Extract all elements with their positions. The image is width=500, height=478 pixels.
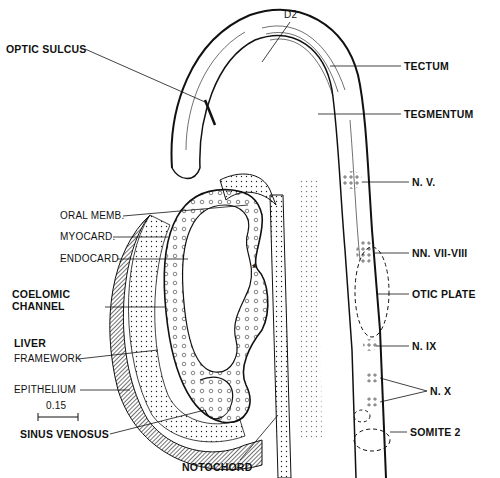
part-label: EPITHELIUM [14, 384, 76, 396]
part-label: TECTUM [404, 60, 449, 72]
somite-outline [354, 410, 370, 422]
part-label: N. V. [412, 176, 435, 188]
heart-endocardium [183, 205, 252, 372]
part-label: SOMITE 2 [410, 426, 461, 438]
part-label: N. IX [412, 340, 436, 352]
nerve-crests [342, 171, 380, 407]
sinus-venosus [200, 377, 233, 419]
part-label: TEGMENTUM [404, 108, 473, 120]
part-label: 0.15 [46, 400, 66, 412]
leader-lines [78, 22, 427, 460]
heart-myocardium [164, 190, 268, 423]
part-label: LIVER [14, 337, 46, 349]
part-label: N. X [430, 385, 451, 397]
part-label: SINUS VENOSUS [20, 428, 109, 440]
part-label: ENDOCARD. [60, 253, 122, 265]
part-label: COELOMIC CHANNEL [12, 288, 107, 312]
part-label: D2 [284, 9, 297, 21]
pharynx-stipple [300, 180, 322, 440]
scale-bar [38, 413, 78, 421]
part-label: OPTIC SULCUS [6, 43, 87, 55]
part-label: * [252, 262, 256, 274]
part-label: MYOCARD. [60, 231, 116, 243]
part-label: NN. VII-VIII [412, 247, 468, 259]
part-label: OTIC PLATE [412, 288, 476, 300]
somite-outline [354, 429, 390, 451]
part-label: ORAL MEMB. [60, 210, 124, 222]
part-label: NOTOCHORD [182, 461, 252, 473]
part-label: FRAMEWORK [14, 353, 82, 365]
notochord-rod [270, 195, 291, 478]
